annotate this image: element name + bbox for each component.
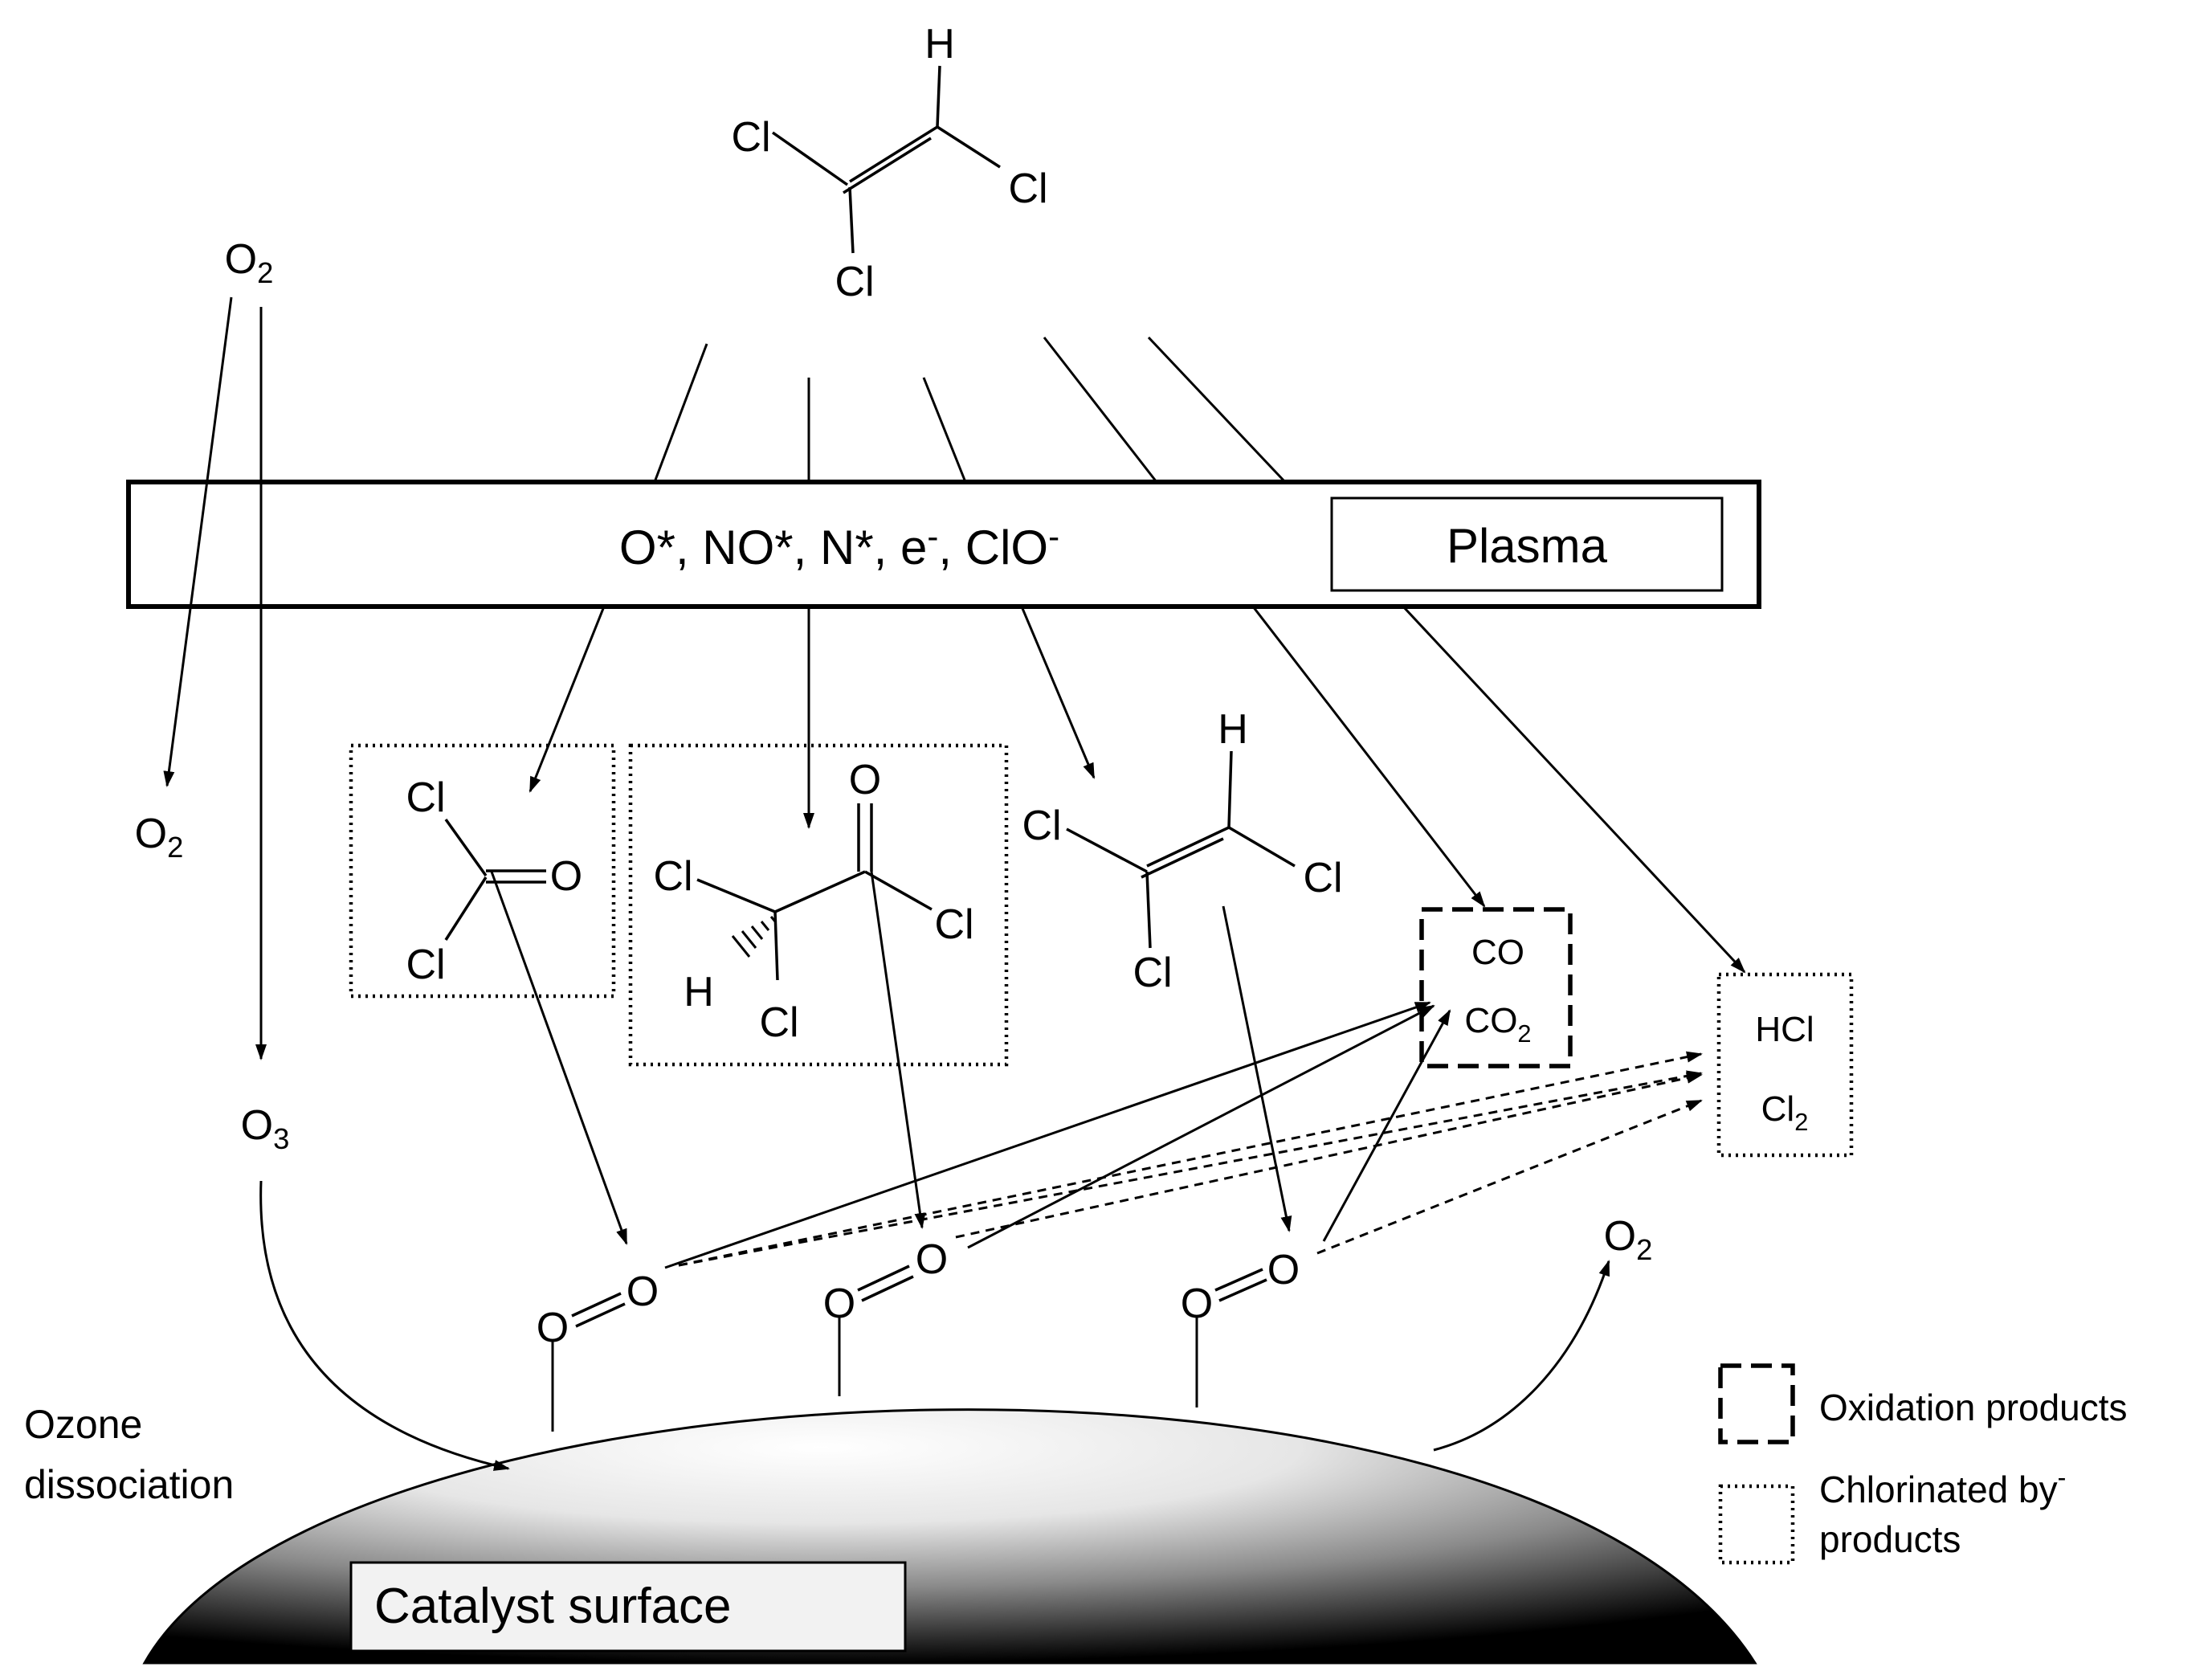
- oxidation-co2: CO2: [1464, 1001, 1531, 1048]
- phosgene-molecule: Cl Cl O: [349, 743, 616, 999]
- adsorption-arrows: [490, 871, 1292, 1245]
- o2-mid-label: O2: [135, 811, 184, 864]
- legend: Oxidation products Chlorinated by- produ…: [1718, 1363, 2128, 1565]
- plasma-label-box: [1330, 496, 1724, 592]
- adsorbed-oxygen-1: O O: [537, 1269, 659, 1432]
- plasma-zone: Plasma O*, NO*, N*, e-, ClO-: [126, 480, 1761, 609]
- chlorinated-cl2: Cl2: [1761, 1089, 1809, 1136]
- catalyst-label-box: [349, 1561, 907, 1653]
- ozone-dissociation-label: Ozone dissociation: [24, 1402, 234, 1507]
- oxygen-pathway: O2 O2 O3 O2: [135, 236, 1653, 1471]
- adsorbed-o-2a: O: [823, 1281, 855, 1327]
- reactant-trichloroethylene: H Cl Cl Cl: [731, 21, 1047, 305]
- catalyst-label: Catalyst surface: [374, 1579, 732, 1634]
- legend-oxidation-swatch: [1718, 1363, 1795, 1444]
- adsorbed-o-3b: O: [1267, 1247, 1300, 1293]
- phosgene-o: O: [550, 853, 582, 900]
- chlorinated-box: [1716, 972, 1854, 1158]
- tce2-cl-left: Cl: [1022, 803, 1061, 849]
- tce2-cl-right: Cl: [1303, 855, 1342, 901]
- tce-intermediate: H Cl Cl Cl: [1022, 706, 1342, 996]
- legend-oxidation-label: Oxidation products: [1819, 1387, 2128, 1428]
- tce2-h: H: [1218, 706, 1248, 753]
- dcac-hashed-wedge: [731, 916, 777, 958]
- oxidation-products: CO CO2: [1419, 907, 1573, 1068]
- dcac-cl-bottom: Cl: [759, 999, 798, 1046]
- dichloroacetyl-chloride-molecule: O Cl Cl H Cl: [628, 743, 1009, 1067]
- adsorbed-o-2b: O: [916, 1236, 948, 1283]
- chlorinated-byproducts: HCl Cl2: [1716, 972, 1854, 1158]
- plasma-label: Plasma: [1447, 519, 1608, 573]
- reactant-cl-bottom: Cl: [835, 259, 874, 305]
- dcac-box: [628, 743, 1009, 1067]
- phosgene-box: [349, 743, 616, 999]
- legend-chlorinated-label-1: Chlorinated by-: [1819, 1463, 2066, 1510]
- adsorbed-o-1a: O: [537, 1305, 569, 1351]
- tce2-cl-bottom: Cl: [1133, 950, 1172, 996]
- ozone-label-line2: dissociation: [24, 1462, 234, 1507]
- plasma-species: O*, NO*, N*, e-, ClO-: [619, 517, 1059, 574]
- catalyst-surface: Catalyst surface: [142, 1408, 1757, 1665]
- oxidation-co: CO: [1471, 933, 1524, 972]
- reactant-cl-right: Cl: [1008, 165, 1047, 212]
- plasma-reaction-arrows: [529, 336, 1746, 974]
- dcac-cl-right: Cl: [934, 901, 973, 948]
- adsorbed-o-3a: O: [1181, 1281, 1213, 1327]
- o3-label: O3: [241, 1102, 290, 1155]
- dcac-cl-left: Cl: [653, 853, 692, 900]
- dcac-h: H: [684, 969, 714, 1015]
- legend-chlorinated-swatch: [1718, 1484, 1795, 1565]
- adsorbed-o-1b: O: [626, 1269, 659, 1315]
- o2-right-label: O2: [1604, 1213, 1653, 1266]
- o2-top-label: O2: [225, 236, 274, 289]
- oxidation-box: [1419, 907, 1573, 1068]
- chlorination-arrows: [678, 1051, 1703, 1267]
- oxidation-arrows: [664, 1001, 1451, 1269]
- adsorbed-oxygen-3: O O: [1181, 1247, 1300, 1407]
- reactant-cl-left: Cl: [731, 114, 770, 161]
- legend-chlorinated-label-2: products: [1819, 1518, 1961, 1560]
- ozone-label-line1: Ozone: [24, 1402, 142, 1447]
- adsorbed-oxygen-2: O O: [823, 1236, 948, 1396]
- chlorinated-hcl: HCl: [1755, 1010, 1814, 1049]
- dcac-o: O: [849, 757, 881, 803]
- reactant-h-atom: H: [924, 21, 955, 67]
- phosgene-cl-top: Cl: [406, 774, 445, 821]
- phosgene-cl-bottom: Cl: [406, 942, 445, 988]
